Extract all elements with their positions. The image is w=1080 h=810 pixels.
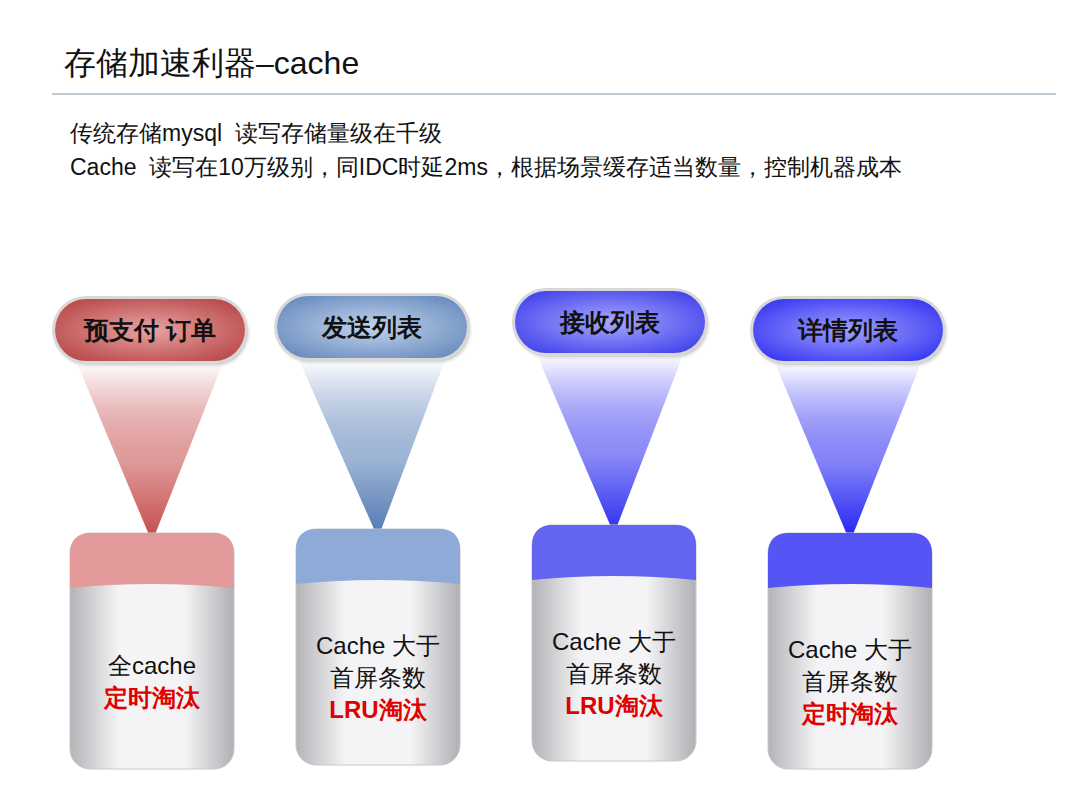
pill-label: 发送列表 (322, 311, 422, 344)
intro-line: 传统存储mysql 读写存储量级在千级 (70, 116, 970, 150)
funnel-connector (537, 355, 683, 534)
cache-cylinder: Cache 大于 首屏条数LRU淘汰 (531, 524, 697, 762)
cache-rule: Cache 大于 首屏条数 (308, 630, 448, 694)
cache-cylinder: Cache 大于 首屏条数LRU淘汰 (295, 528, 461, 766)
category-pill: 详情列表 (753, 299, 943, 361)
slide-title: 存储加速利器–cache (64, 42, 359, 86)
funnel-connector (299, 360, 445, 538)
cache-rule: Cache 大于 首屏条数 (544, 626, 684, 690)
cylinder-cap (532, 525, 696, 580)
category-pill: 接收列表 (515, 291, 705, 353)
funnel-connector (775, 363, 921, 542)
cache-rule: Cache 大于 首屏条数 (780, 634, 920, 698)
cache-rule: 全cache (82, 650, 222, 682)
cylinder-cap (768, 533, 932, 588)
cylinder-shape (69, 532, 235, 770)
pill-label: 接收列表 (560, 306, 660, 339)
cylinder-body (70, 533, 234, 769)
cylinder-cap (296, 529, 460, 584)
cylinder-body (768, 533, 932, 769)
title-rule (52, 93, 1056, 95)
eviction-policy: LRU淘汰 (544, 690, 684, 722)
cylinder-body (296, 529, 460, 765)
pill-label: 详情列表 (798, 314, 898, 347)
cache-cylinder: Cache 大于 首屏条数定时淘汰 (767, 532, 933, 770)
funnel-connector (77, 363, 223, 542)
eviction-policy: LRU淘汰 (308, 694, 448, 726)
intro-line: Cache 读写在10万级别，同IDC时延2ms，根据场景缓存适当数量，控制机器… (70, 150, 970, 184)
pill-label: 预支付 订单 (84, 314, 216, 347)
cylinder-body (532, 525, 696, 761)
eviction-policy: 定时淘汰 (82, 682, 222, 714)
intro-text: 传统存储mysql 读写存储量级在千级Cache 读写在10万级别，同IDC时延… (70, 116, 970, 184)
cache-cylinder: 全cache定时淘汰 (69, 532, 235, 770)
cylinder-cap (70, 533, 234, 588)
eviction-policy: 定时淘汰 (780, 698, 920, 730)
category-pill: 发送列表 (277, 296, 467, 358)
category-pill: 预支付 订单 (55, 299, 245, 361)
